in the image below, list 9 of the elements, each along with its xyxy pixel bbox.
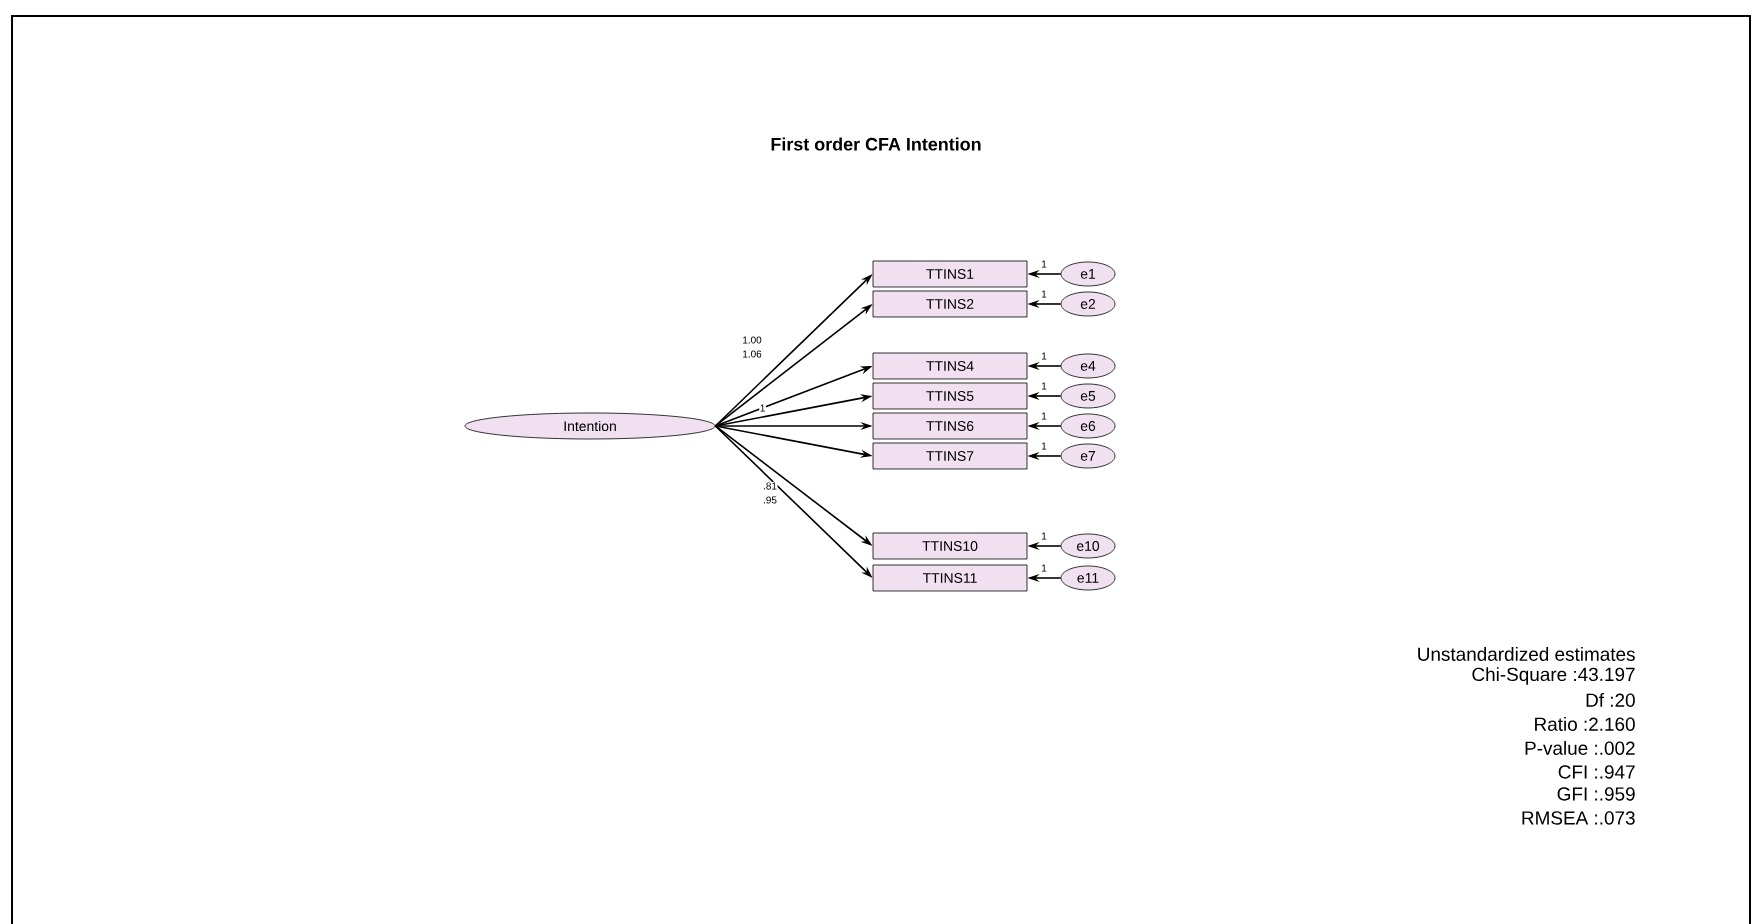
fit-statistic: Ratio :2.160 bbox=[1535, 717, 1635, 731]
title: First order CFA Intention bbox=[771, 137, 981, 151]
fit-statistic: P-value :.002 bbox=[1525, 741, 1635, 755]
fit-statistic: Unstandardized estimates bbox=[1418, 647, 1635, 661]
fit-statistic: Chi-Square :43.197 bbox=[1472, 667, 1635, 685]
fit-statistic: RMSEA :.073 bbox=[1522, 811, 1635, 825]
fit-statistic: CFI :.947 bbox=[1558, 765, 1635, 779]
fit-statistic: GFI :.959 bbox=[1557, 787, 1635, 801]
fit-statistic: Df :20 bbox=[1586, 693, 1635, 707]
